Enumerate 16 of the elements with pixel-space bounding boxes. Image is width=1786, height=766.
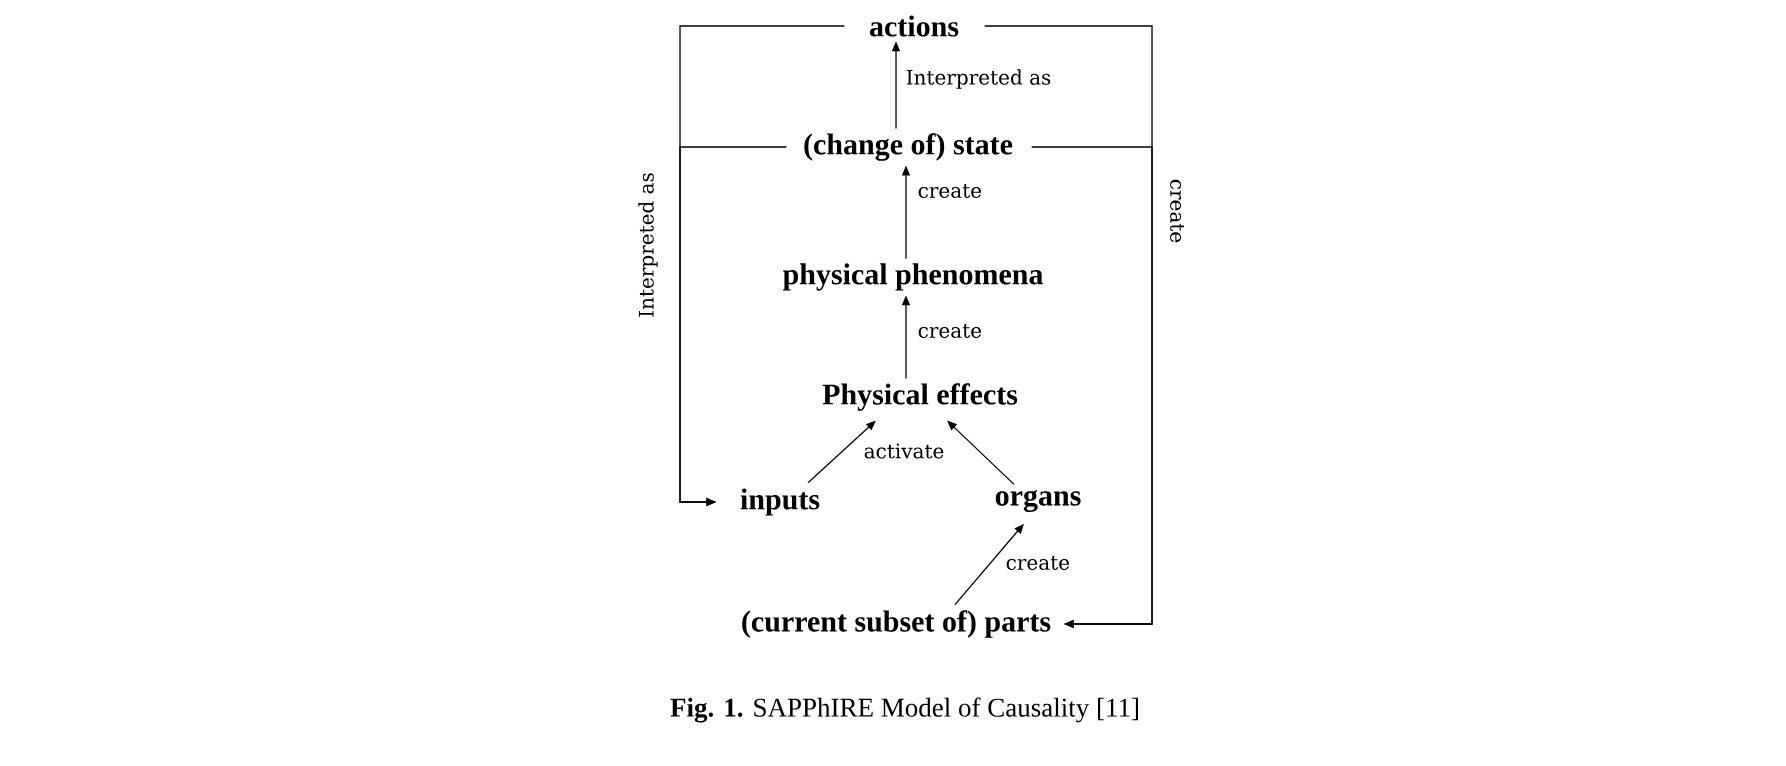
arrow bbox=[1031, 146, 1153, 629]
concept-label: physical phenomena bbox=[782, 263, 1043, 291]
concept-label: inputs bbox=[740, 488, 820, 516]
edge-label: create bbox=[1004, 555, 1072, 571]
edge-label: Interpreted as bbox=[904, 68, 1053, 90]
concept-label: (current subset of) parts bbox=[742, 610, 1051, 638]
edge-label: create bbox=[1169, 177, 1185, 245]
concept-label: organs bbox=[995, 490, 1081, 512]
concept-label: Physical effects bbox=[822, 383, 1018, 411]
edge-label: Interpreted as bbox=[637, 171, 659, 319]
edge-label: activate bbox=[862, 442, 946, 460]
concept-label: (change of) state bbox=[804, 133, 1013, 161]
edge-label: create bbox=[916, 183, 984, 199]
edge-label: create bbox=[916, 323, 984, 339]
figure-caption: Fig. 1. SAPPhIRE Model of Causality [11] bbox=[670, 697, 1138, 723]
concept-label: actions bbox=[870, 15, 959, 37]
